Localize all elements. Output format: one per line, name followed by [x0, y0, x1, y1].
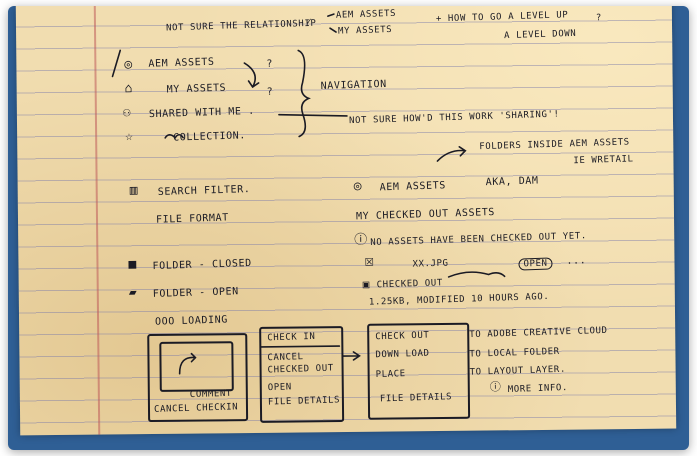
- thumbnail-arrow: [178, 352, 197, 375]
- menu-divider: [260, 345, 341, 348]
- notebook-page: NOT SURE THE RELATIONSHIP ✓ AEM ASSETS M…: [15, 6, 677, 436]
- nav-arrow: [243, 62, 260, 89]
- header-slash: [327, 13, 337, 33]
- folder-arrow: [436, 146, 467, 162]
- loading-scribble: [447, 271, 506, 278]
- pen-strokes: [111, 13, 506, 375]
- nav-bracket: [297, 49, 311, 138]
- menu-arrow: [342, 351, 361, 361]
- left-margin-slash: [111, 49, 122, 78]
- sharing-line: [278, 113, 348, 117]
- photo-background: NOT SURE THE RELATIONSHIP ✓ AEM ASSETS M…: [8, 6, 689, 450]
- collection-squiggle: [164, 133, 184, 140]
